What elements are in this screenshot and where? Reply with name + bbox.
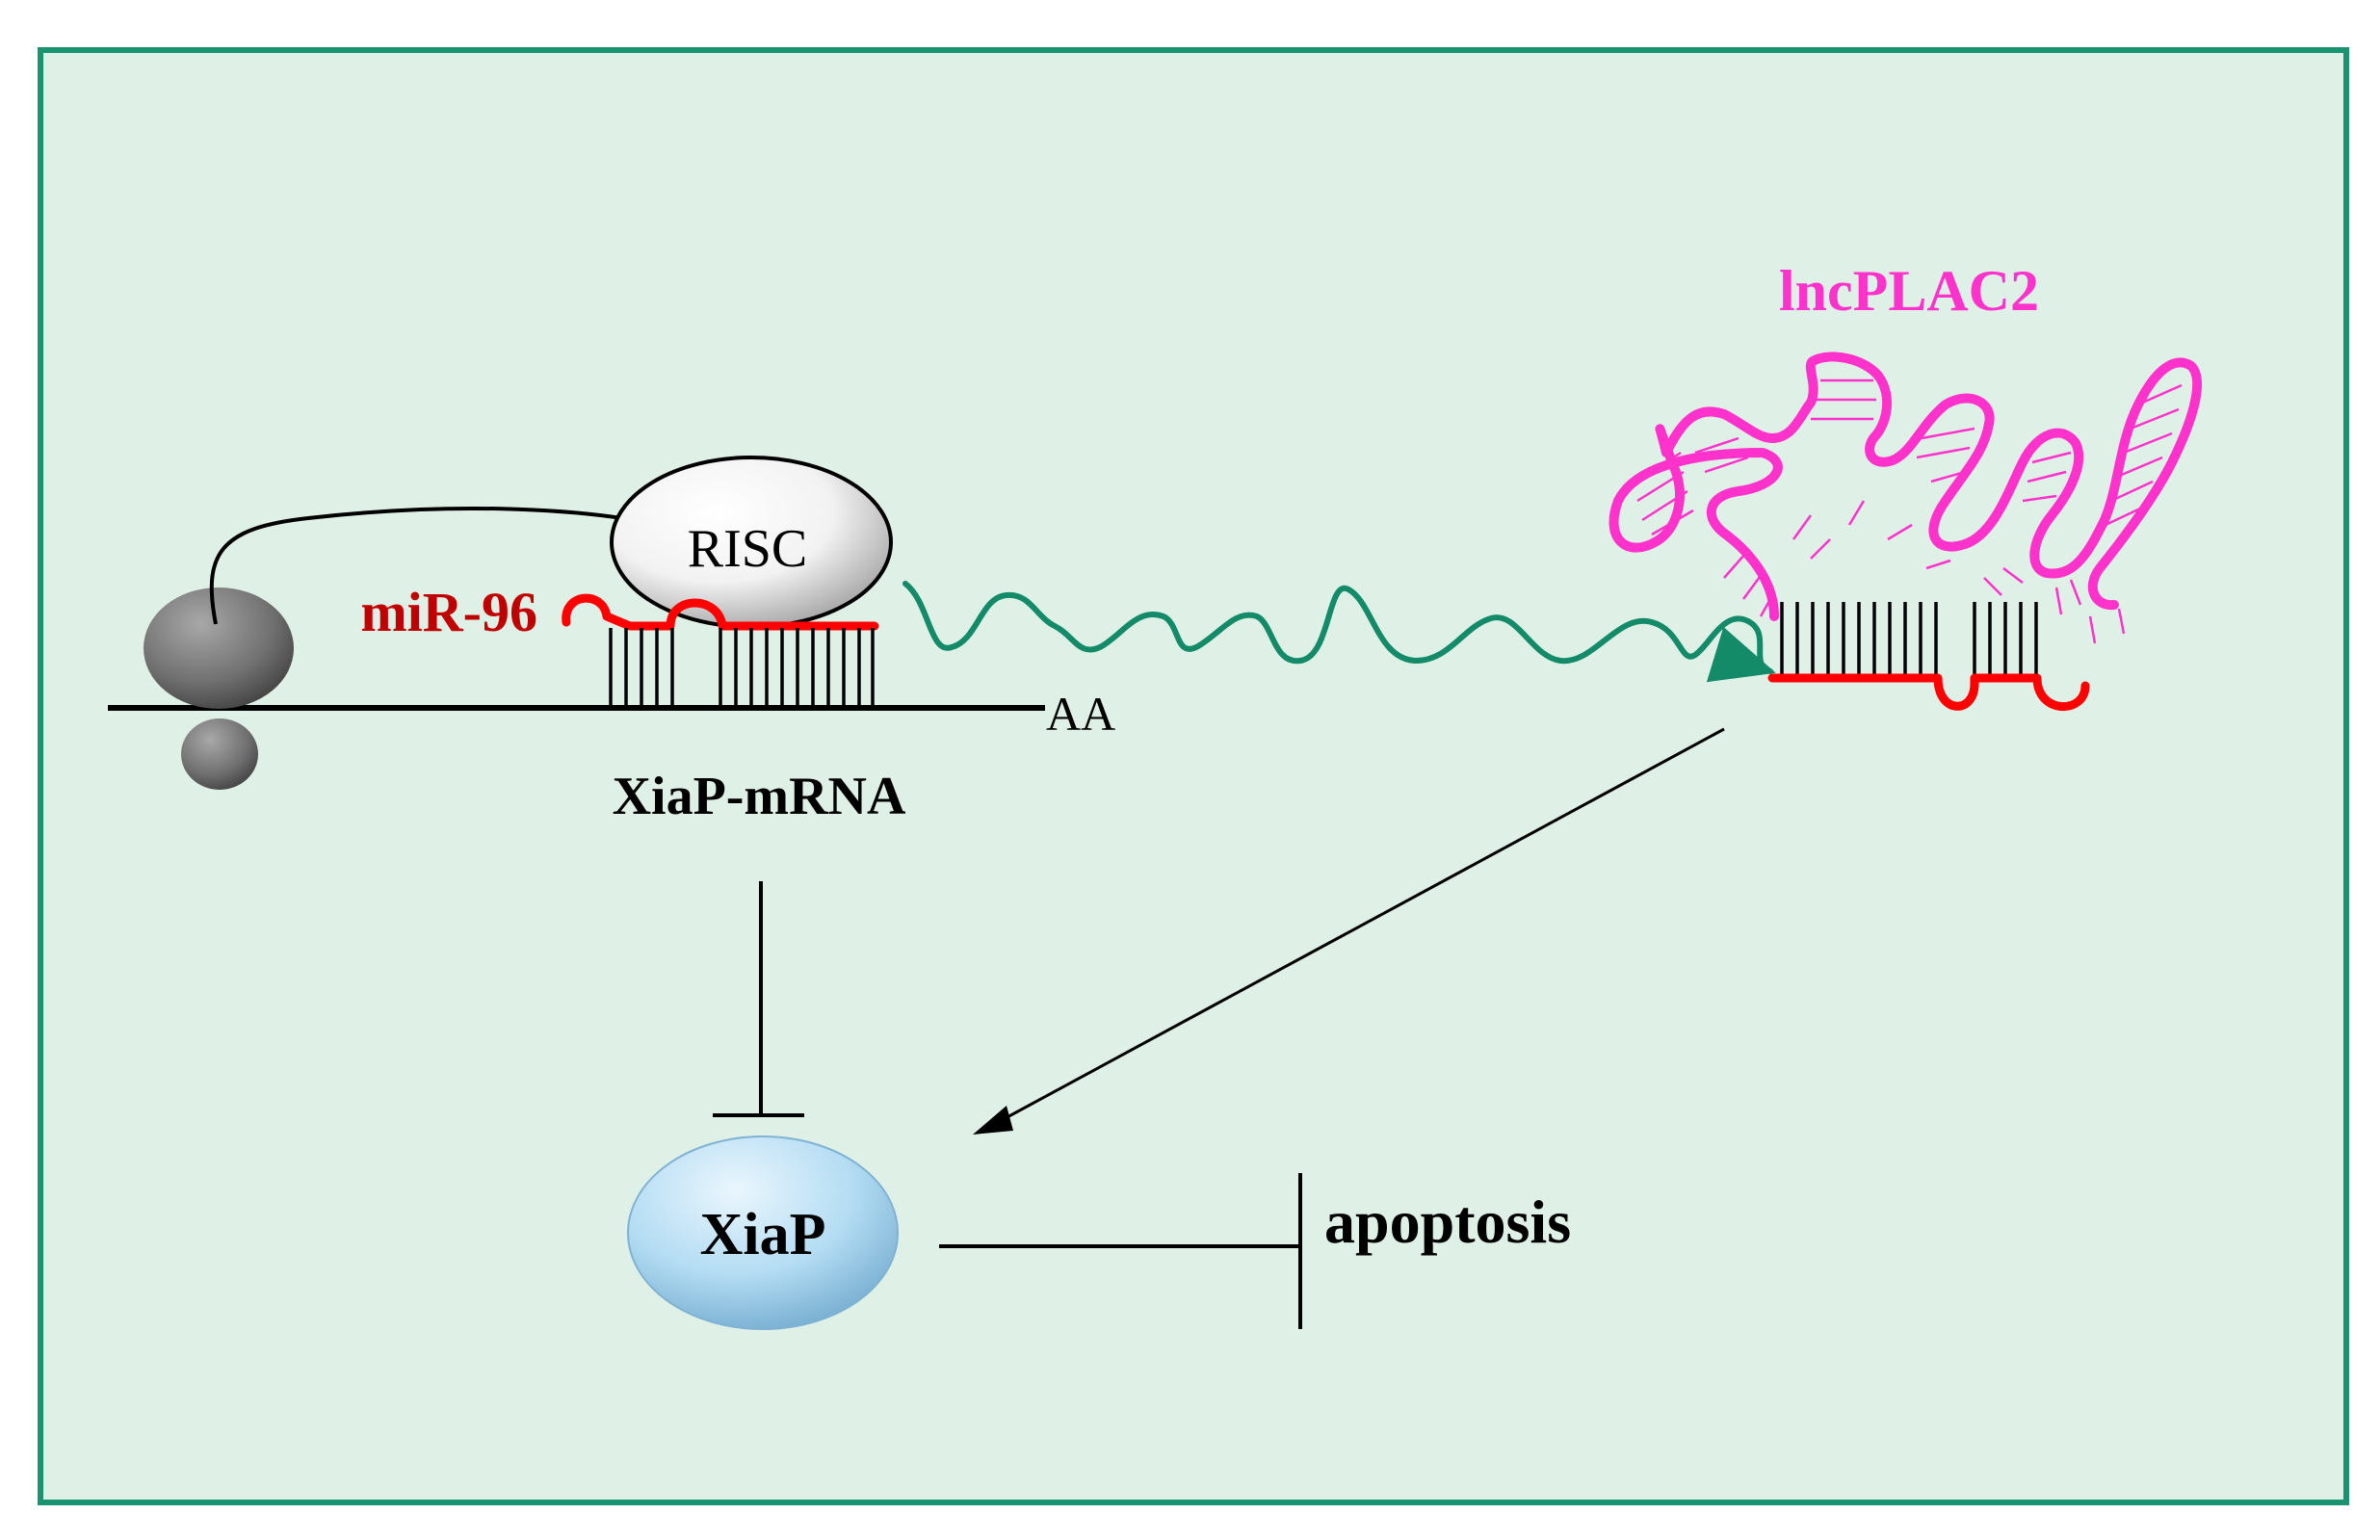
sponge-arrow bbox=[902, 581, 1776, 683]
lncplac2-structure bbox=[1608, 352, 2203, 621]
lncplac2-mir96-base-pairs bbox=[1780, 602, 2038, 674]
ribosome-risc-tether bbox=[209, 506, 675, 625]
mrna-inhibits-xiap bbox=[713, 881, 804, 1117]
lncplac2-loop-ticks bbox=[1723, 500, 2126, 644]
mir96-mrna-base-pairs bbox=[609, 628, 875, 706]
xiap-protein-label: XiaP bbox=[700, 1202, 826, 1267]
xiap-mrna-label: XiaP-mRNA bbox=[613, 767, 906, 826]
protein-ellipse bbox=[627, 1135, 899, 1330]
diagram-frame bbox=[38, 47, 2349, 1505]
risc-label: RISC bbox=[688, 519, 808, 579]
lncplac2-promotes-xiap-arrow bbox=[973, 727, 1725, 1135]
mir96-strand bbox=[562, 593, 879, 631]
ribosome-icon bbox=[144, 587, 294, 790]
apoptosis-label: apoptosis bbox=[1324, 1188, 1571, 1256]
mir96-label: miR-96 bbox=[360, 581, 537, 643]
lncplac2-hatching bbox=[1636, 378, 2183, 536]
xiap-inhibits-apoptosis bbox=[939, 1173, 1302, 1329]
lncplac2-label: lncPLAC2 bbox=[1779, 259, 2039, 323]
poly-a-label: AA bbox=[1046, 687, 1115, 741]
lncplac2-bound-mir96 bbox=[1767, 673, 2090, 712]
